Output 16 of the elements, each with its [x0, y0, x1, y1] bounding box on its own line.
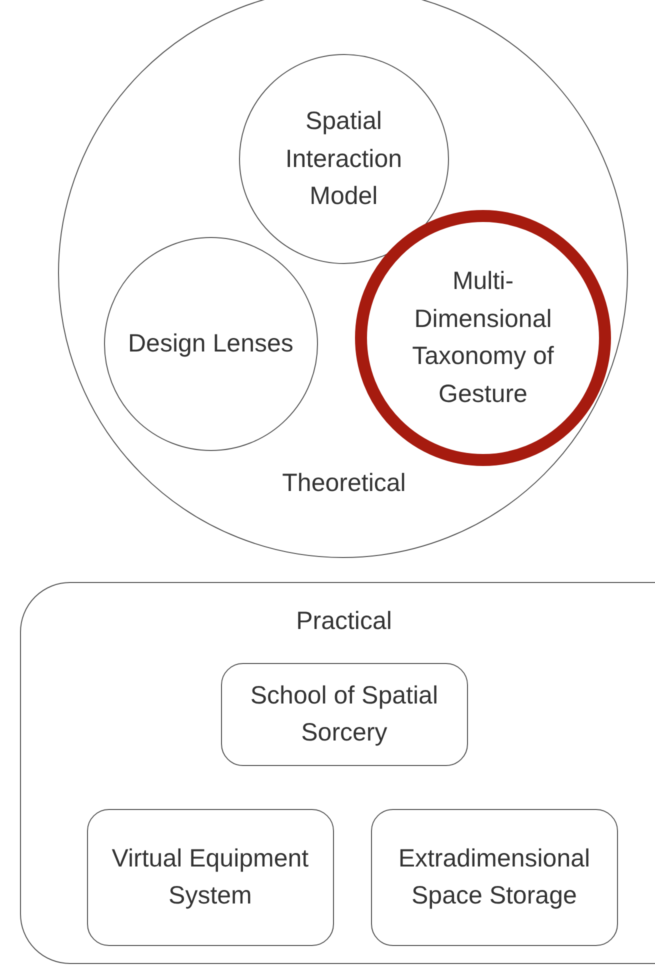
rounded-box-node [371, 809, 618, 946]
group-heading: Theoretical [281, 468, 407, 499]
circle-node [104, 237, 318, 451]
group-heading: Practical [295, 606, 393, 637]
node-label: Virtual Equipment System [110, 843, 310, 912]
node-label: Design Lenses [127, 328, 294, 360]
rounded-box-node [87, 809, 334, 946]
highlighted-circle-node [355, 210, 611, 466]
circle-node [58, 0, 628, 558]
node-label: Spatial Interaction Model [284, 106, 404, 212]
group-panel [20, 582, 655, 964]
node-label: School of Spatial Sorcery [249, 680, 439, 748]
node-label: Extradimensional Space Storage [397, 843, 592, 912]
circle-node [239, 54, 449, 264]
rounded-box-node [221, 663, 468, 766]
node-label: Multi-Dimensional Taxonomy of Gesture [411, 266, 555, 410]
